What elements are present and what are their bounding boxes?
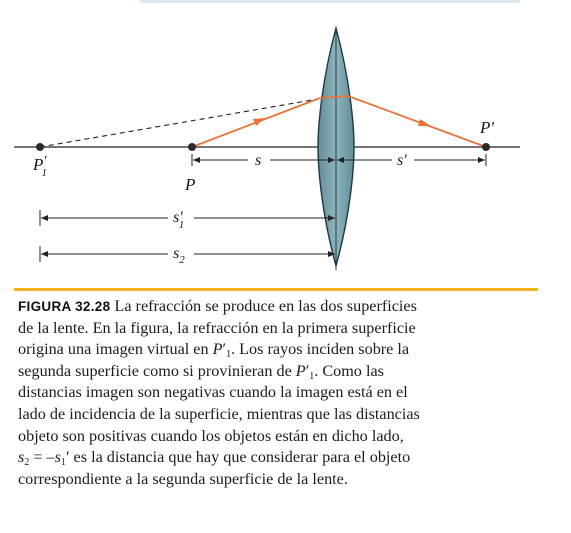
caption-line-3: origina una imagen virtual en P′1. Los r… [18, 340, 410, 361]
figure-caption: FIGURA 32.28 La refracción se produce en… [18, 296, 538, 490]
label-p1-prime: P′1 [32, 154, 47, 179]
label-s2: s2 [173, 245, 185, 266]
label-p-prime: P′ [479, 118, 494, 137]
point-p [188, 143, 196, 151]
dim-s-arrow-right [328, 157, 335, 163]
caption-line-7: objeto son positivas cuando los objetos … [18, 426, 404, 445]
caption-line-6: lado de incidencia de la superficie, mie… [18, 404, 420, 423]
caption-line-1: FIGURA 32.28 La refracción se produce en… [18, 296, 538, 318]
label-s1-prime: s′1 [173, 209, 184, 231]
dim-s2-arrow-left [41, 251, 48, 257]
figure-label: FIGURA 32.28 [18, 299, 111, 314]
label-p: P [184, 175, 195, 194]
ray-arrow-incident [253, 118, 265, 126]
dim-sprime-arrow-right [478, 157, 485, 163]
label-s-prime: s′ [397, 152, 407, 169]
caption-text: La refracción se produce en las dos supe… [110, 297, 417, 315]
caption-line-5: distancias imagen son negativas cuando l… [18, 383, 408, 402]
point-p1-prime [36, 143, 44, 151]
point-p-prime [482, 143, 490, 151]
dim-s1prime-arrow-right [328, 215, 335, 221]
ray-arrow-refracted [418, 119, 431, 126]
caption-line-8: s2 = –s1′ es la distancia que hay que co… [18, 448, 411, 469]
ray-inside-lens [319, 95, 349, 99]
dim-s2-arrow-right [328, 251, 335, 257]
dim-sprime-arrow-left [337, 157, 344, 163]
virtual-ray-extension [39, 98, 319, 148]
caption-line-9: correspondiente a la segunda superficie … [18, 469, 348, 488]
dim-s1prime-arrow-left [41, 215, 48, 221]
lens-refraction-figure: P′1 P P′ s s′ s′1 s2 [14, 0, 520, 270]
caption-line-4: segunda superficie como si provinieran d… [18, 361, 384, 382]
ray-refracted [347, 95, 487, 148]
dim-s-arrow-left [193, 157, 200, 163]
label-s: s [255, 152, 261, 169]
caption-divider [14, 288, 538, 291]
caption-line-2: de la lente. En la figura, la refracción… [18, 318, 416, 337]
top-rule [140, 0, 520, 3]
